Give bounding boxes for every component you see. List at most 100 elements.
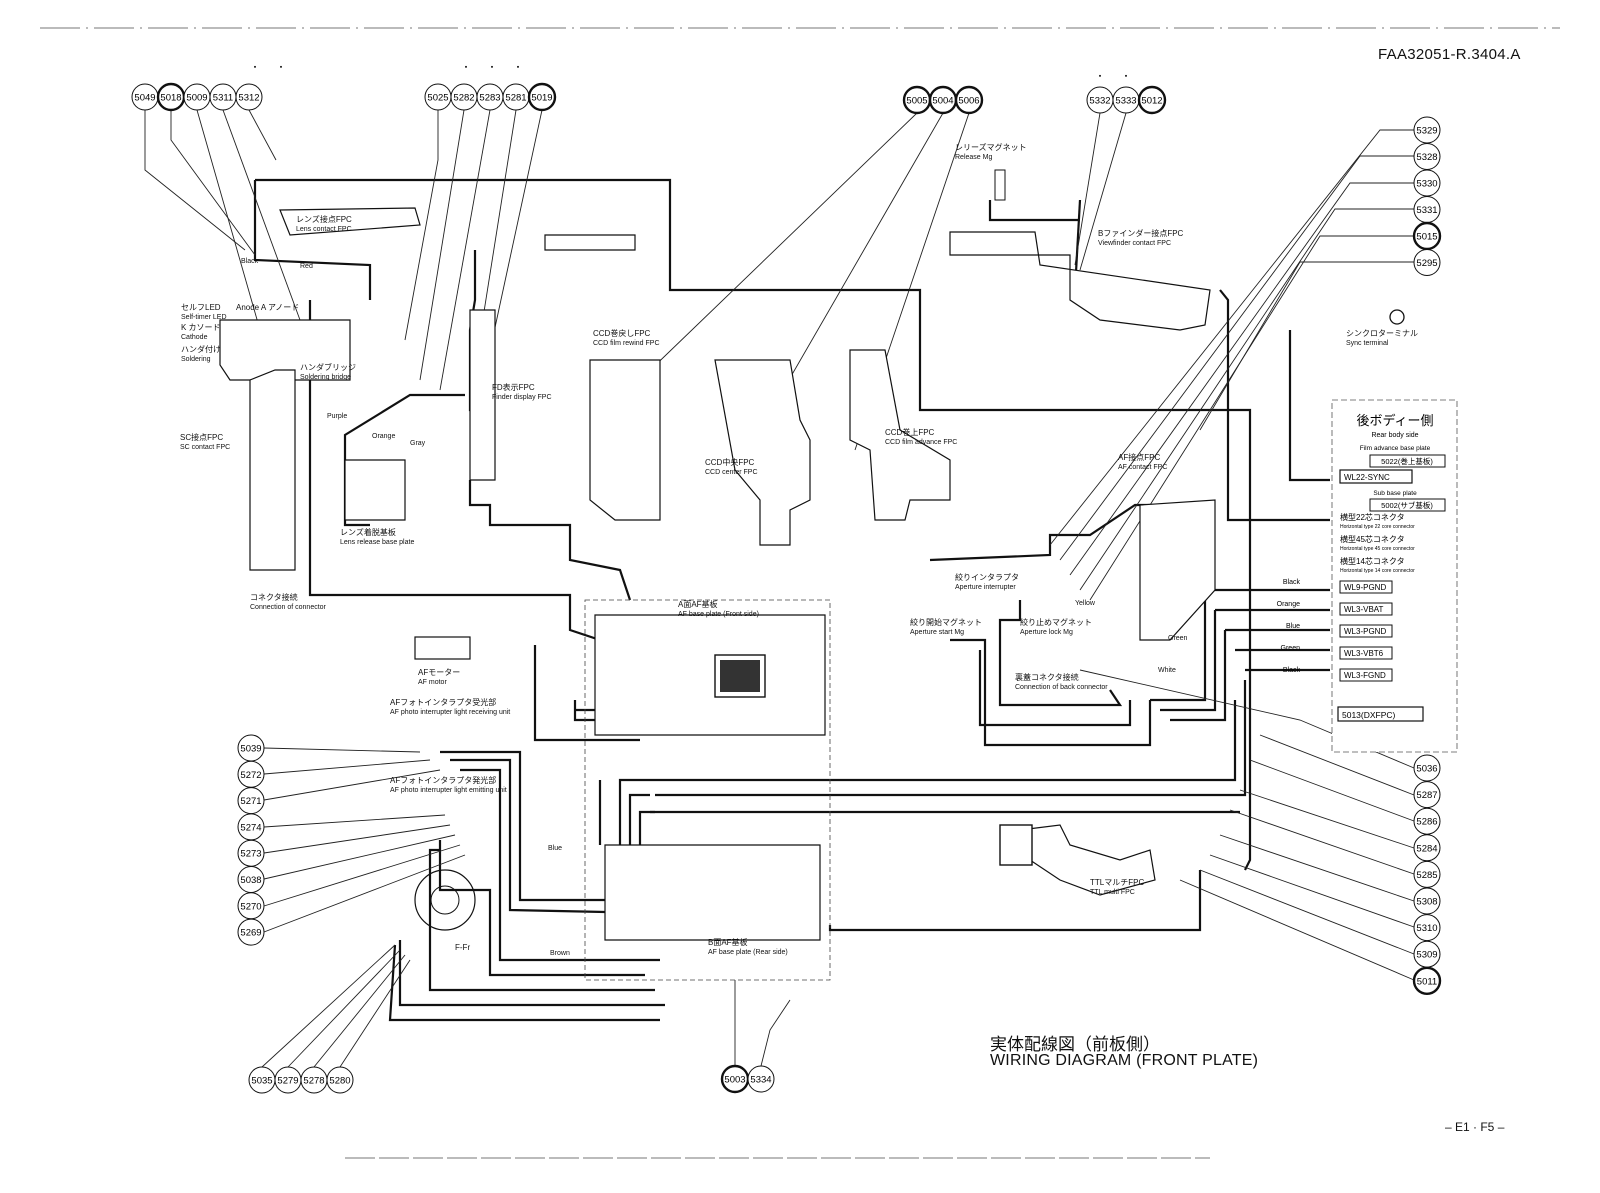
marker-5: ▪ (1099, 73, 1102, 80)
leader-line-41 (339, 959, 411, 1068)
wire-row-3-color: Green (1281, 645, 1301, 652)
af-base-front-board (594, 614, 826, 736)
harness-wire-21 (1170, 630, 1227, 722)
connector-circle-5312-ring (235, 83, 263, 111)
component-label-fd-display-jp: FD表示FPC (492, 382, 535, 392)
connector-circle-5286-ring (1413, 807, 1441, 835)
ttl-connector (999, 824, 1033, 866)
component-label-aperture-lock-en: Aperture lock Mg (1020, 629, 1073, 636)
wire-label-black: Black (241, 258, 259, 265)
wire-label-green: Green (1168, 635, 1188, 642)
lens-contact-fpc (279, 207, 421, 236)
connector-circle-5025: 5025 (427, 93, 448, 104)
connector-circle-5003: 5003 (724, 1075, 745, 1086)
wire-label-white: White (1158, 667, 1176, 674)
leader-line-18 (1079, 208, 1414, 591)
leader-line-13 (1074, 112, 1101, 266)
component-label-sync-terminal-jp: シンクロターミナル (1346, 329, 1418, 338)
component-label-aperture-interrupter-jp: 絞りインタラプタ (955, 572, 1019, 582)
connector-circle-5018: 5018 (160, 93, 181, 104)
leader-line-24 (1239, 789, 1415, 849)
component-label-af-base-rear-jp: B面AF基板 (708, 937, 748, 947)
wire-row-2-signal: WL3-PGND (1344, 627, 1386, 636)
af-assembly-outline (584, 599, 831, 981)
leader-line-29 (1179, 879, 1415, 981)
af-base-rear-board (604, 844, 821, 941)
wire-row-0-signal: WL9-PGND (1344, 583, 1386, 592)
leader-line-17 (1069, 182, 1414, 576)
component-layer (40, 27, 1560, 1159)
leader-line-6 (419, 109, 465, 381)
leader-line-25 (1229, 809, 1415, 875)
component-label-anode-jp: Anode A アノード (236, 303, 299, 312)
component-label-af-base-front-jp: A面AF基板 (678, 599, 718, 609)
component-label-aperture-start-en: Aperture start Mg (910, 629, 964, 636)
component-label-aperture-lock-jp: 絞り止めマグネット (1020, 617, 1092, 627)
component-label-release-mg-jp: レリーズマグネット (955, 142, 1027, 152)
leader-line-2 (196, 109, 261, 331)
wire-label-purple: Purple (327, 413, 347, 420)
component-label-ccd-rewind-jp: CCD巻戻しFPC (593, 328, 651, 338)
component-label-aperture-start-jp: 絞り開始マグネット (910, 617, 982, 627)
leader-line-layer (144, 109, 1415, 1068)
wire-row-2-color: Blue (1286, 623, 1300, 630)
connector-circle-5280: 5280 (329, 1076, 350, 1087)
component-label-af-photo-emit-jp: AFフォトインタラプタ発光部 (390, 775, 496, 785)
diagram-title-en: WIRING DIAGRAM (FRONT PLATE) (990, 1052, 1259, 1069)
ccd-advance-fpc (849, 349, 951, 521)
component-label-lens-contact-en: Lens contact FPC (296, 226, 352, 233)
wire-label-orange: Orange (372, 433, 395, 440)
connector-circle-5004: 5004 (932, 96, 953, 107)
connector-circle-5006: 5006 (958, 96, 979, 107)
connector-circle-5308-ring (1413, 887, 1441, 915)
connector-row-0-en: Horizontal type 22 core connector (1340, 524, 1415, 530)
connector-circle-5006-ring (954, 85, 984, 115)
leader-line-28 (1199, 869, 1415, 955)
connector-circle-5011: 5011 (1417, 976, 1437, 987)
leader-line-39 (287, 949, 401, 1068)
leader-line-10 (639, 112, 918, 381)
component-label-soldering-jp: ハンダ付け (181, 344, 221, 354)
harness-wire-0 (255, 178, 1252, 871)
harness-wire-5 (468, 480, 632, 601)
connector-circle-5005: 5005 (906, 96, 927, 107)
leader-line-19 (1089, 235, 1414, 601)
connector-circle-5334: 5334 (750, 1075, 771, 1086)
connector-circle-5036: 5036 (1416, 764, 1437, 775)
f-fr-disc-inner (430, 885, 460, 915)
rear-panel-outline (1331, 399, 1458, 753)
film-advance-label: Film advance base plate (1360, 445, 1431, 452)
component-label-f-fr-jp: F-Fr (455, 943, 470, 952)
leader-line-7 (439, 109, 491, 391)
lens-release-plate (344, 459, 406, 521)
af-contact-fpc (1139, 499, 1216, 641)
leader-line-27 (1209, 854, 1415, 928)
connector-circle-5311: 5311 (213, 93, 233, 104)
component-label-self-timer-en: Self-timer LED (181, 314, 227, 321)
connector-circle-5269: 5269 (240, 928, 261, 939)
document-number: FAA32051-R.3404.A (1378, 46, 1521, 63)
marker-3: ▪ (491, 64, 494, 71)
component-label-viewfinder-contact-jp: Bファインダー接点FPC (1098, 228, 1184, 238)
component-label-fd-display-en: Finder display FPC (492, 394, 552, 401)
wire-row-4-color: Black (1283, 667, 1301, 674)
harness-wire-1 (253, 180, 372, 300)
wire-row-3-signal: WL3-VBT6 (1344, 649, 1384, 658)
leader-line-31 (263, 759, 431, 775)
component-label-af-base-front-en: AF base plate (Front side) (678, 611, 759, 618)
leader-line-0 (144, 110, 246, 251)
component-label-lens-contact-jp: レンズ接点FPC (296, 214, 352, 224)
leader-line-4 (248, 109, 277, 161)
harness-wire-26 (650, 700, 1237, 782)
component-label-self-timer-jp: セルフLED (181, 303, 221, 312)
leader-line-35 (263, 834, 456, 880)
connector-circle-5009: 5009 (186, 93, 207, 104)
leader-line-5 (404, 110, 439, 341)
component-label-af-contact-en: AF contact FPC (1118, 464, 1167, 471)
component-label-lens-release-jp: レンズ着脱基板 (340, 527, 396, 537)
diagram-title-jp: 実体配線図（前板側） (990, 1035, 1160, 1055)
connector-circle-5273: 5273 (240, 849, 261, 860)
film-advance-box-frame (1369, 454, 1446, 468)
